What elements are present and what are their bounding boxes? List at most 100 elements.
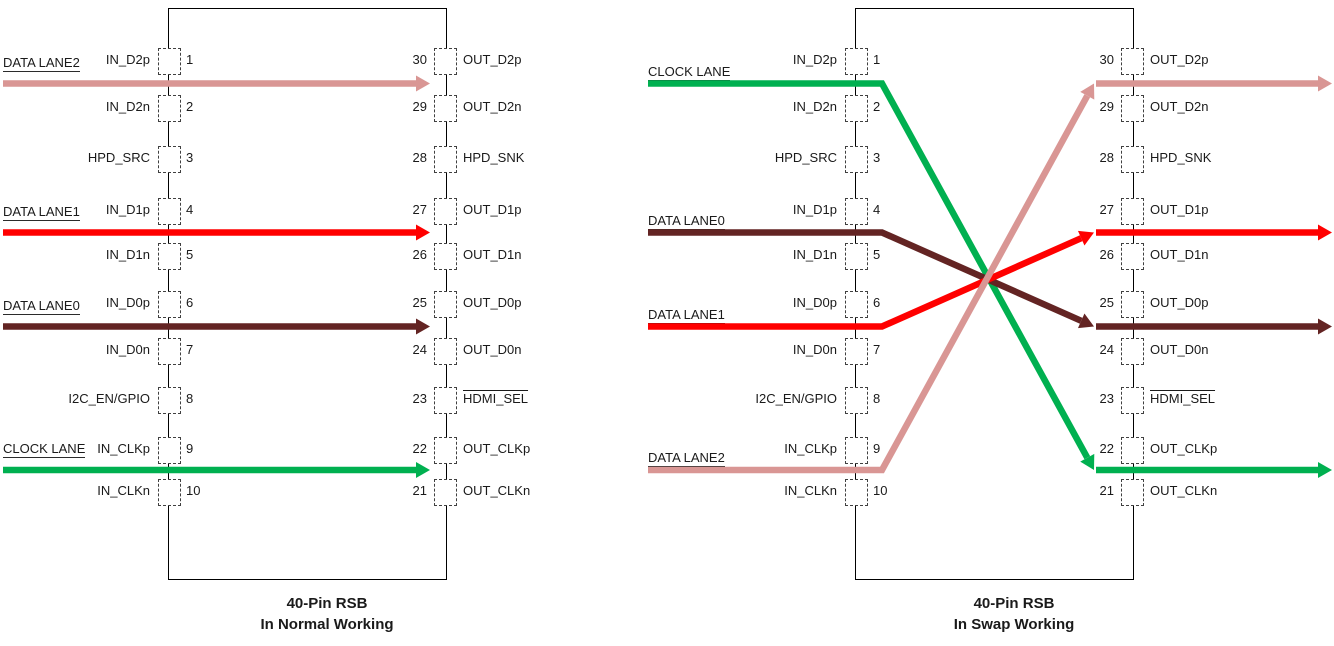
signal-label-out-d1p-normal: OUT_D1p — [463, 202, 522, 217]
signal-label-in-clkn-swap: IN_CLKn — [784, 483, 837, 498]
signal-label-out-d1p-swap: OUT_D1p — [1150, 202, 1209, 217]
lane-label-data-lane0-swap: DATA LANE0 — [648, 212, 725, 230]
arrow-head — [1318, 462, 1332, 478]
signal-label-hpd-src-swap: HPD_SRC — [774, 150, 837, 165]
pin-box-9-normal — [158, 437, 181, 464]
pin-box-23-normal — [434, 387, 457, 414]
pin-number-26-swap: 26 — [1099, 247, 1114, 262]
lane-label-text: DATA LANE0 — [648, 212, 725, 230]
signal-label-in-d0p-normal: IN_D0p — [105, 295, 150, 310]
pin-box-25-normal — [434, 291, 457, 318]
pin-box-3-normal — [158, 146, 181, 173]
pin-box-29-normal — [434, 95, 457, 122]
arrow-head — [1318, 75, 1332, 92]
pin-number-30-normal: 30 — [412, 52, 427, 67]
signal-label-out-d0n-swap: OUT_D0n — [1150, 342, 1209, 357]
pin-box-27-swap — [1121, 198, 1144, 225]
pin-box-3-swap — [845, 146, 868, 173]
pin-number-3-swap: 3 — [873, 150, 881, 165]
pin-box-24-swap — [1121, 338, 1144, 365]
pin-box-22-normal — [434, 437, 457, 464]
pin-number-4-swap: 4 — [873, 202, 881, 217]
pin-number-9-normal: 9 — [186, 441, 194, 456]
lane-label-data-lane1-swap: DATA LANE1 — [648, 306, 725, 324]
signal-label-out-clkn-swap: OUT_CLKn — [1150, 483, 1218, 498]
pin-box-9-swap — [845, 437, 868, 464]
signal-label-in-d1n-normal: IN_D1n — [105, 247, 150, 262]
pin-box-28-normal — [434, 146, 457, 173]
signal-label-in-clkp-normal: IN_CLKp — [97, 441, 150, 456]
pin-box-5-swap — [845, 243, 868, 270]
signal-label-i2c-en-gpio-normal: I2C_EN/GPIO — [68, 391, 150, 406]
pin-number-1-swap: 1 — [873, 52, 881, 67]
pin-number-23-normal: 23 — [412, 391, 427, 406]
pin-box-26-normal — [434, 243, 457, 270]
pin-number-28-normal: 28 — [412, 150, 427, 165]
pin-box-26-swap — [1121, 243, 1144, 270]
signal-label-in-d2p-normal: IN_D2p — [105, 52, 150, 67]
signal-label-out-d2n-swap: OUT_D2n — [1150, 99, 1209, 114]
pin-box-23-swap — [1121, 387, 1144, 414]
pin-box-8-swap — [845, 387, 868, 414]
pin-number-29-swap: 29 — [1099, 99, 1114, 114]
pin-box-8-normal — [158, 387, 181, 414]
pin-box-5-normal — [158, 243, 181, 270]
signal-label-in-d2n-swap: IN_D2n — [792, 99, 837, 114]
lane-label-clock-lane-normal: CLOCK LANE — [3, 440, 86, 458]
pin-box-6-normal — [158, 291, 181, 318]
pin-box-22-swap — [1121, 437, 1144, 464]
signal-label-in-d2p-swap: IN_D2p — [792, 52, 837, 67]
lane-label-text: CLOCK LANE — [3, 441, 86, 458]
figure-caption-line2: In Normal Working — [260, 616, 394, 633]
signal-label-out-clkn-normal: OUT_CLKn — [463, 483, 531, 498]
signal-label-in-d0n-swap: IN_D0n — [792, 342, 837, 357]
pin-box-7-swap — [845, 338, 868, 365]
pin-number-5-swap: 5 — [873, 247, 881, 262]
pin-box-7-normal — [158, 338, 181, 365]
pin-number-7-swap: 7 — [873, 342, 881, 357]
lane-label-data-lane0-normal: DATA LANE0 — [3, 297, 80, 315]
pin-number-1-normal: 1 — [186, 52, 194, 67]
signal-label-in-d2n-normal: IN_D2n — [105, 99, 150, 114]
signal-label-out-d2p-normal: OUT_D2p — [463, 52, 522, 67]
pin-number-27-swap: 27 — [1099, 202, 1114, 217]
lane-label-data-lane1-normal: DATA LANE1 — [3, 203, 80, 221]
signal-label-in-d1n-swap: IN_D1n — [792, 247, 837, 262]
lane-label-data-lane2-swap: DATA LANE2 — [648, 449, 725, 467]
pin-box-30-normal — [434, 48, 457, 75]
pin-number-28-swap: 28 — [1099, 150, 1114, 165]
pin-number-21-swap: 21 — [1099, 483, 1114, 498]
pin-box-27-normal — [434, 198, 457, 225]
pin-box-10-swap — [845, 479, 868, 506]
pin-box-6-swap — [845, 291, 868, 318]
pin-box-29-swap — [1121, 95, 1144, 122]
pin-box-2-normal — [158, 95, 181, 122]
pin-box-30-swap — [1121, 48, 1144, 75]
signal-label-hpd-snk-normal: HPD_SNK — [463, 150, 525, 165]
pin-number-22-normal: 22 — [412, 441, 427, 456]
pin-box-24-normal — [434, 338, 457, 365]
lane-label-clock-lane-swap: CLOCK LANE — [648, 63, 731, 81]
signal-label-i2c-en-gpio-swap: I2C_EN/GPIO — [755, 391, 837, 406]
signal-label-out-d0p-swap: OUT_D0p — [1150, 295, 1209, 310]
pin-number-9-swap: 9 — [873, 441, 881, 456]
signal-label-out-d1n-normal: OUT_D1n — [463, 247, 522, 262]
signal-label-in-clkn-normal: IN_CLKn — [97, 483, 150, 498]
pin-box-1-normal — [158, 48, 181, 75]
pin-number-3-normal: 3 — [186, 150, 194, 165]
pin-box-21-swap — [1121, 479, 1144, 506]
figure-caption-line2: In Swap Working — [953, 616, 1075, 633]
signal-label-out-clkp-normal: OUT_CLKp — [463, 441, 531, 456]
pin-number-5-normal: 5 — [186, 247, 194, 262]
signal-label-hdmi-sel-swap: HDMI_SEL — [1150, 391, 1216, 406]
lane-label-text: DATA LANE0 — [3, 297, 80, 315]
pin-number-6-normal: 6 — [186, 295, 194, 310]
pin-box-25-swap — [1121, 291, 1144, 318]
signal-label-out-d0n-normal: OUT_D0n — [463, 342, 522, 357]
signal-label-in-d1p-normal: IN_D1p — [105, 202, 150, 217]
pin-number-27-normal: 27 — [412, 202, 427, 217]
pin-number-29-normal: 29 — [412, 99, 427, 114]
pin-number-6-swap: 6 — [873, 295, 881, 310]
